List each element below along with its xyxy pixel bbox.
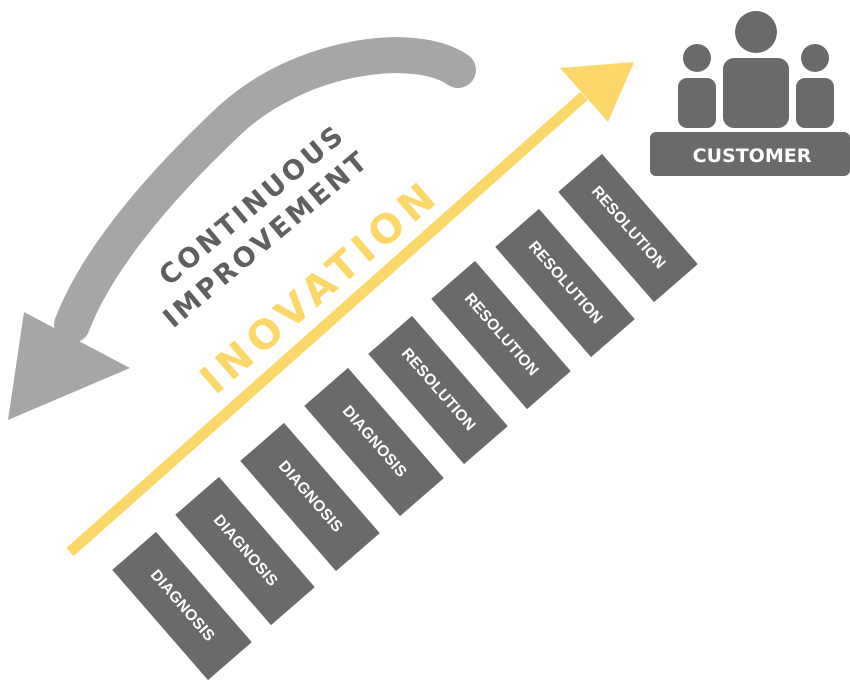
people-separators [716,80,796,128]
step-block [240,422,380,572]
group-of-people-icon [678,11,834,128]
customer-label-box [650,132,850,176]
step-block [175,476,315,626]
step-block [431,260,571,410]
continuous-improvement-arrow [8,37,476,420]
step-block [304,367,444,517]
customer-group: CUSTOMER [650,11,850,176]
step-block [495,208,635,358]
step-block [558,153,698,303]
innovation-arrow-shaft [66,91,588,557]
improvement-arrow-head [8,312,130,420]
innovation-arrow-head [560,62,634,122]
improvement-arrow-body [54,37,476,343]
innovation-arrow [66,62,634,557]
customer-label: CUSTOMER [693,145,812,167]
step-block [112,531,252,681]
step-block [368,315,508,465]
